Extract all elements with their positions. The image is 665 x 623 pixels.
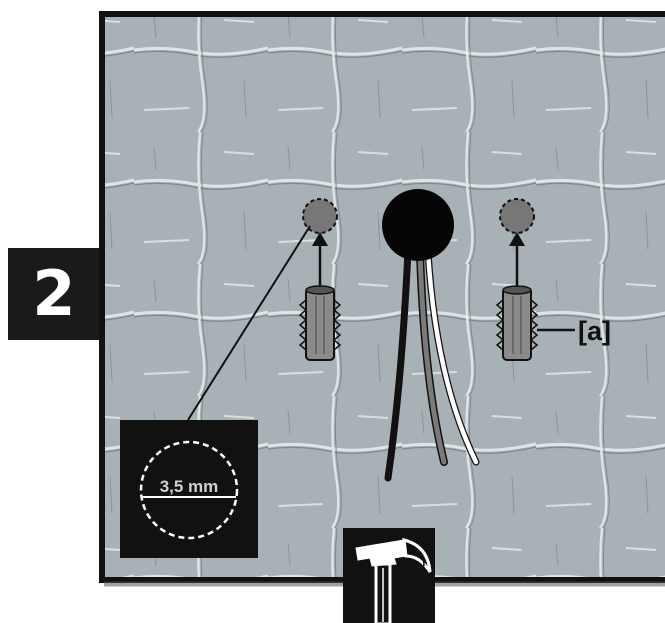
right-insert-arrow (509, 232, 525, 290)
left-wall-plug-icon (298, 285, 342, 361)
detail-leader-line (187, 225, 311, 421)
cable-outlet-icon (382, 189, 454, 261)
step-number-badge: 2 (8, 248, 100, 340)
hammer-tool-box (343, 528, 435, 623)
hammer-icon (355, 538, 432, 623)
black-cable (384, 246, 412, 482)
left-insert-arrow (312, 232, 328, 290)
drill-diameter-detail: 3,5 mm (120, 420, 258, 558)
right-drill-hole (499, 198, 535, 234)
callout-a-label: [a] (578, 316, 611, 346)
right-wall-plug-icon (495, 285, 539, 361)
cable-bundle (384, 246, 480, 482)
left-drill-hole (302, 198, 338, 234)
drill-diameter-label: 3,5 mm (160, 477, 219, 496)
